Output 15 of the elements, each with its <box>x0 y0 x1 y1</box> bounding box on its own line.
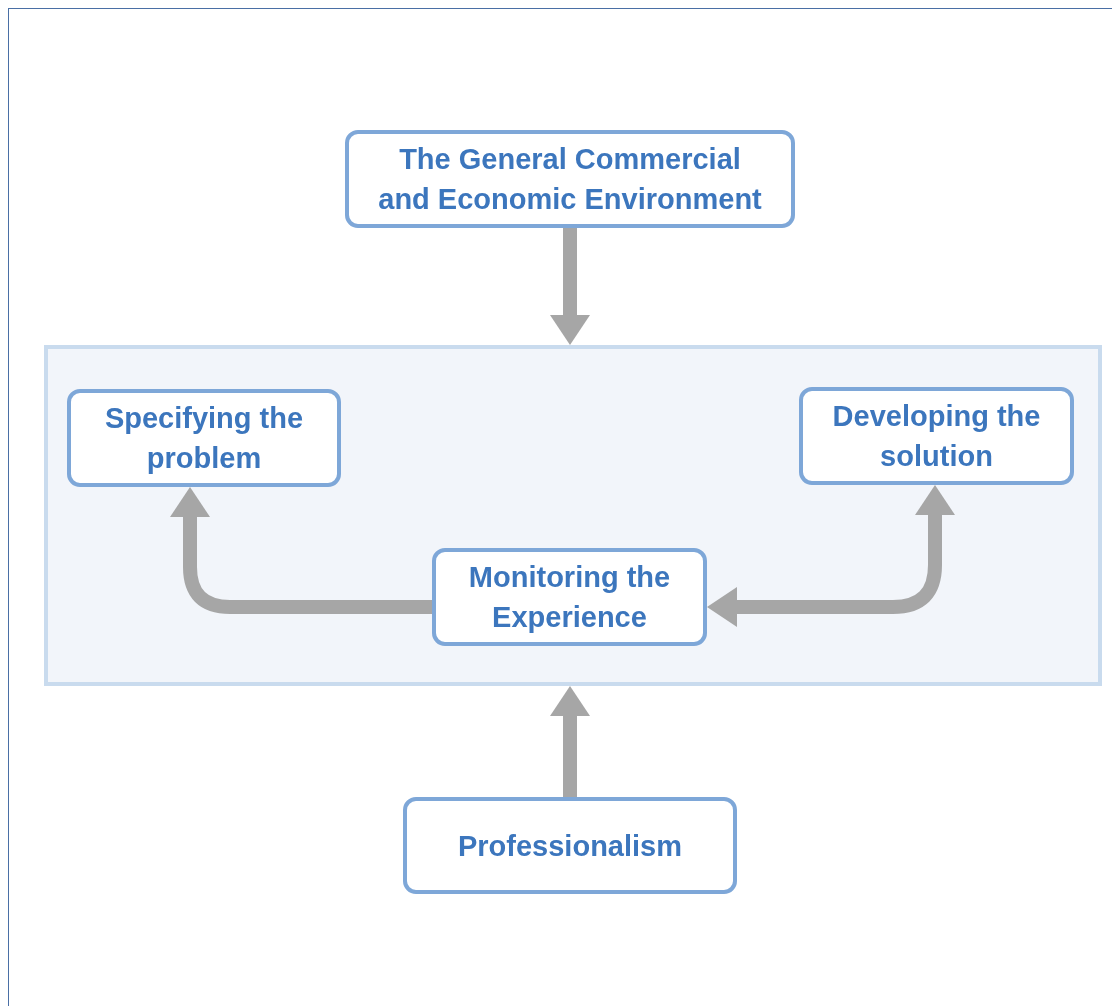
box-label: Developing the solution <box>831 399 1042 474</box>
box-label: Professionalism <box>458 828 682 864</box>
group-panel <box>44 345 1102 686</box>
arrow <box>550 228 590 345</box>
process-box <box>345 130 795 228</box>
arrow <box>550 686 590 797</box>
process-box <box>67 389 341 487</box>
arrow <box>170 487 432 614</box>
arrow <box>707 485 955 627</box>
box-label: Specifying the problem <box>103 401 305 476</box>
process-box <box>799 387 1074 485</box>
process-box <box>432 548 707 646</box>
process-box <box>403 797 737 894</box>
box-label: Monitoring the Experience <box>467 560 672 635</box>
box-label: The General Commercial and Economic Environment <box>377 142 763 217</box>
